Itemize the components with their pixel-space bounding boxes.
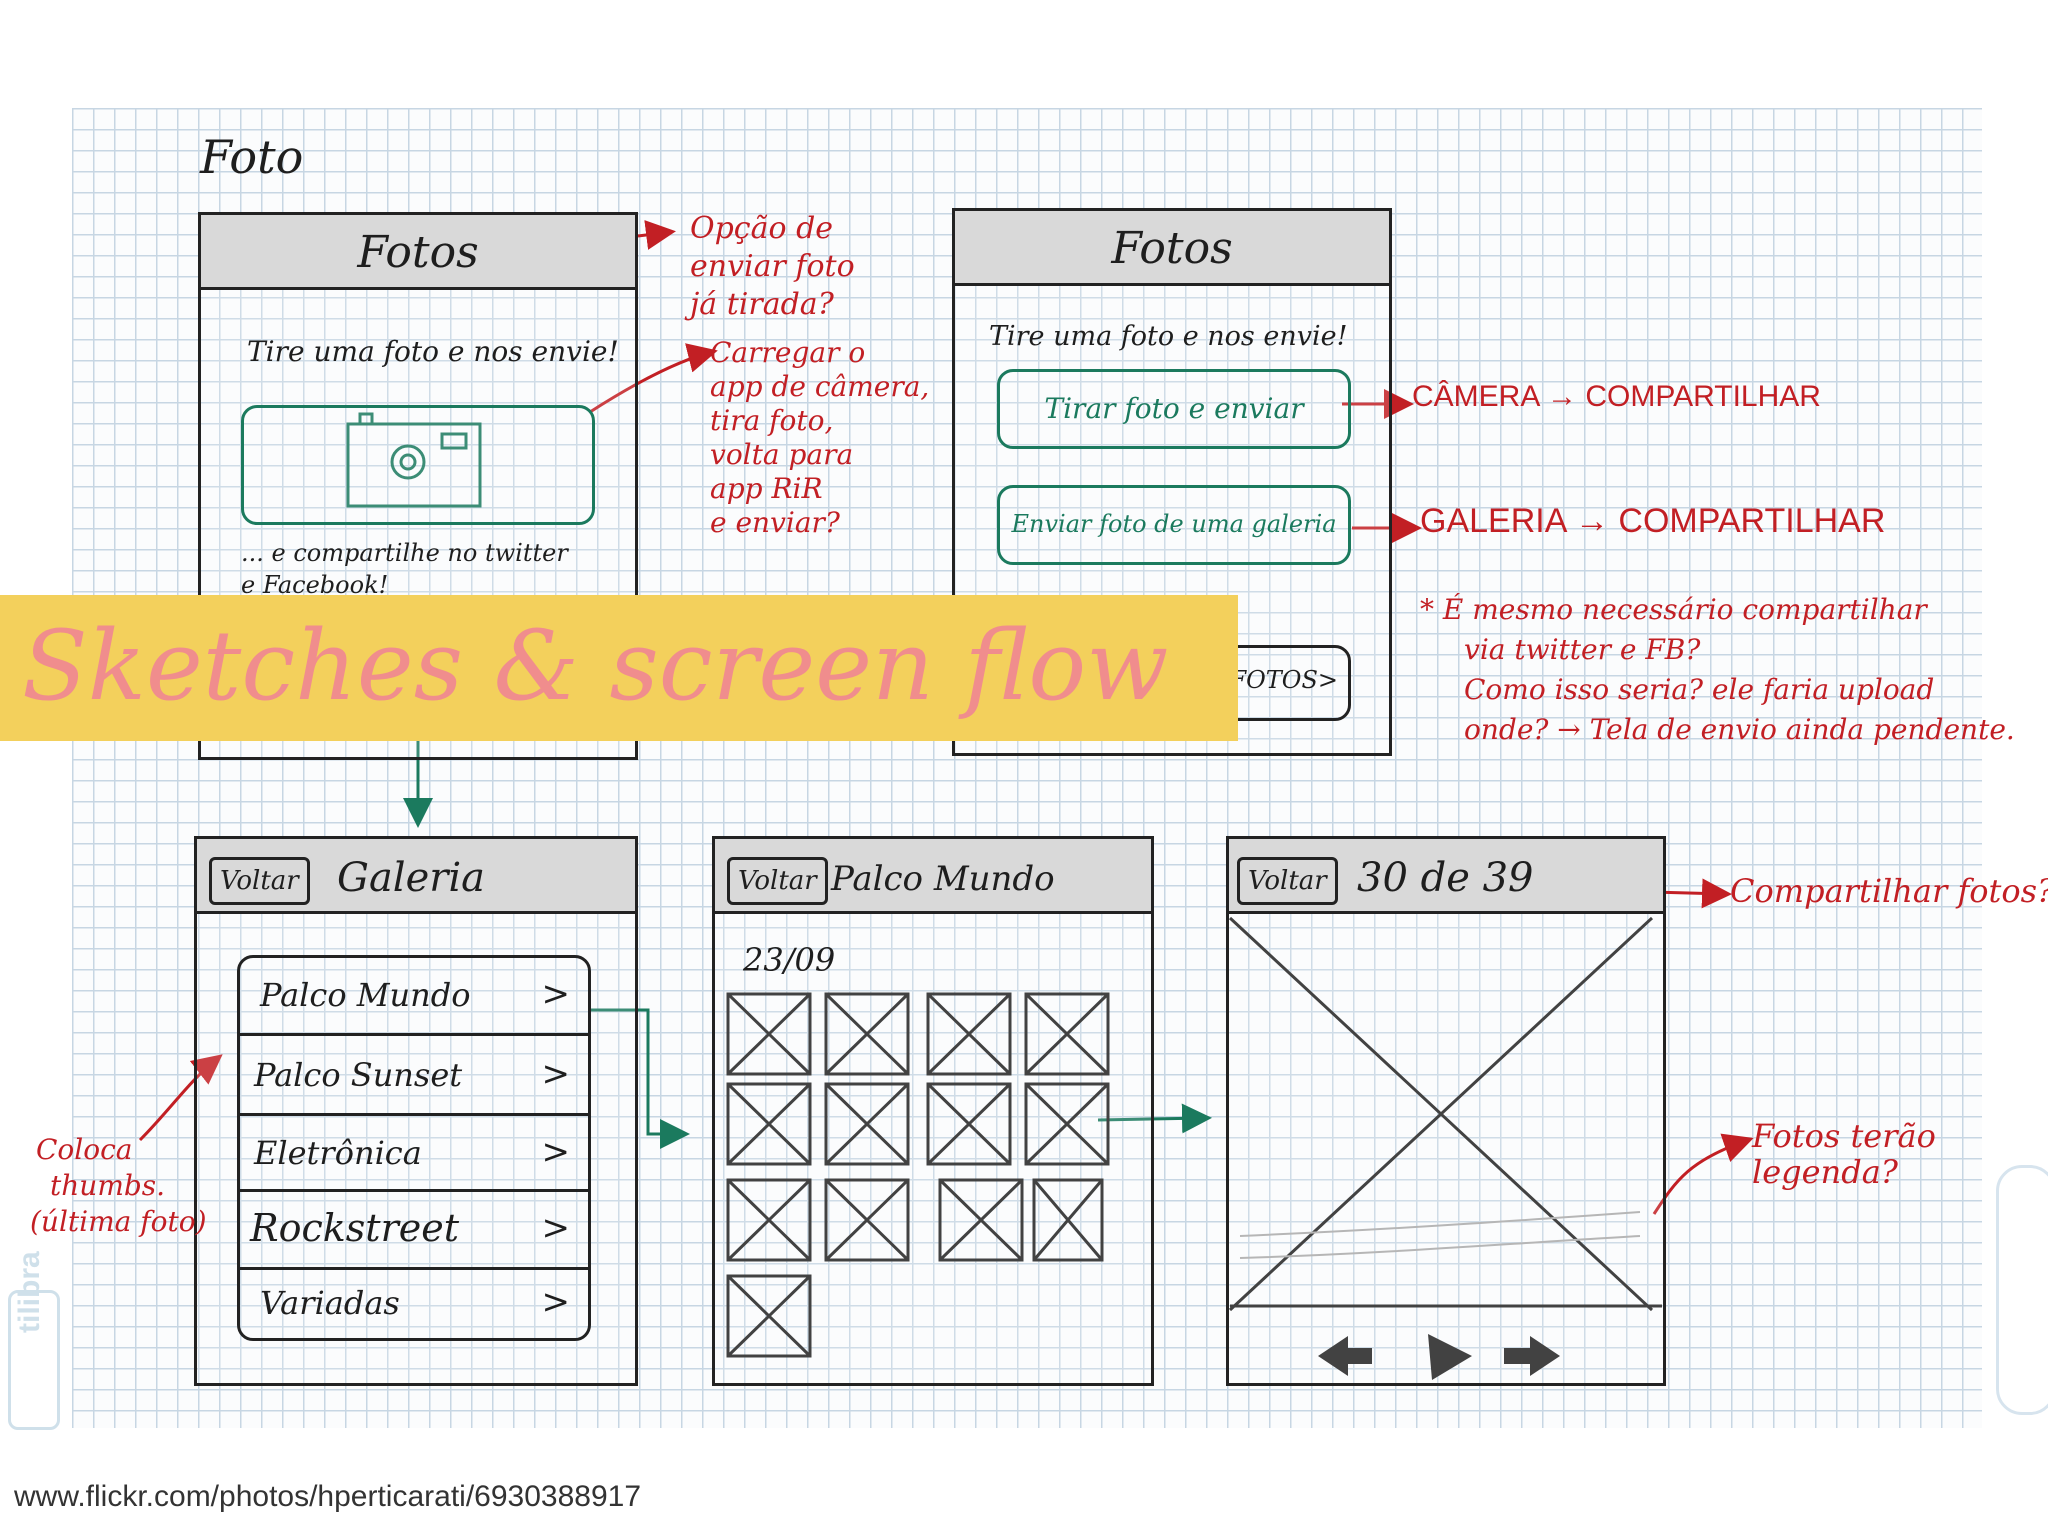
note-flow-camera: CÂMERA → COMPARTILHAR (1412, 380, 1821, 413)
title-bar (715, 839, 1151, 914)
list-item-label: Rockstreet (250, 1206, 459, 1250)
list-item-label: Palco Mundo (260, 976, 471, 1014)
next-arrow-icon (1504, 1336, 1560, 1376)
screen-title: 30 de 39 (1357, 855, 1534, 901)
list-item[interactable]: Rockstreet > (240, 1192, 588, 1270)
back-button[interactable]: Voltar (209, 857, 310, 905)
camera-icon (346, 412, 482, 508)
list-item-label: Palco Sunset (254, 1056, 463, 1094)
take-photo-button[interactable] (241, 405, 595, 525)
list-item[interactable]: Variadas > (240, 1270, 588, 1340)
screen-title: Fotos (357, 227, 479, 278)
title-bar (955, 211, 1389, 286)
title-bar (1229, 839, 1663, 914)
button-label: Tirar foto e enviar (1044, 392, 1304, 425)
note-arrow-caption (1652, 1133, 1754, 1215)
note-arrow-option (637, 220, 676, 250)
play-icon (1428, 1334, 1472, 1380)
screen-title: Palco Mundo (831, 859, 1055, 899)
prompt-text: Tire uma foto e nos envie! (989, 321, 1348, 352)
footer-text-2: e Facebook! (241, 571, 389, 599)
list-item-label: Variadas (260, 1284, 400, 1322)
screen-title: Fotos (1111, 223, 1233, 274)
prev-arrow-icon (1318, 1336, 1372, 1376)
button-label: Enviar foto de uma galeria (1011, 510, 1337, 538)
prompt-text: Tire uma foto e nos envie! (247, 335, 619, 368)
note-share-photos: Compartilhar fotos? (1730, 872, 2048, 910)
list-item-label: Eletrônica (254, 1134, 422, 1172)
flow-arrow-gallery-album (588, 1008, 690, 1149)
note-share-question: * É mesmo necessário compartilhar via tw… (1420, 593, 2015, 746)
title-bar (201, 215, 635, 290)
title-bar (197, 839, 635, 914)
note-thumbs: Coloca thumbs. (última foto) (30, 1133, 207, 1238)
chevron-right-icon: > (541, 1208, 571, 1248)
page-title: Foto (200, 130, 304, 184)
screen-album: Voltar Palco Mundo 23/09 (712, 836, 1154, 1386)
note-flow-gallery: GALERIA → COMPARTILHAR (1420, 502, 1886, 540)
paper-tab (1996, 1165, 2048, 1415)
button-label: FOTOS> (1229, 666, 1338, 694)
footer-text: ... e compartilhe no twitter (241, 539, 568, 567)
chevron-right-icon: > (541, 1054, 571, 1094)
send-from-gallery-button[interactable]: Enviar foto de uma galeria (997, 485, 1351, 565)
screen-gallery: Voltar Galeria Palco Mundo > Palco Sunse… (194, 836, 638, 1386)
list-item[interactable]: Palco Sunset > (240, 1036, 588, 1116)
chevron-right-icon: > (541, 1132, 571, 1172)
screen-fotos-2: Fotos Tire uma foto e nos envie! Tirar f… (952, 208, 1392, 756)
note-arrow-thumbs (138, 1054, 223, 1142)
list-item[interactable]: Eletrônica > (240, 1116, 588, 1192)
date-label: 23/09 (743, 941, 836, 979)
title-banner (0, 595, 1238, 741)
chevron-right-icon: > (541, 1282, 571, 1322)
take-photo-send-button[interactable]: Tirar foto e enviar (997, 369, 1351, 449)
gallery-list: Palco Mundo > Palco Sunset > Eletrônica … (237, 955, 591, 1341)
source-credit: www.flickr.com/photos/hperticarati/69303… (14, 1480, 642, 1513)
thumbnail-grid (726, 992, 1110, 1358)
back-button[interactable]: Voltar (1237, 857, 1338, 905)
grid-paper (72, 108, 1982, 1428)
list-item[interactable]: Palco Mundo > (240, 958, 588, 1036)
back-button[interactable]: Voltar (727, 857, 828, 905)
brand-mark: tilibra (8, 1251, 60, 1430)
chevron-right-icon: > (541, 974, 571, 1014)
screen-title: Galeria (337, 855, 486, 901)
banner-title: Sketches & screen flow (22, 610, 1169, 722)
photo-placeholder (1228, 916, 1662, 1312)
screen-viewer: Voltar 30 de 39 (1226, 836, 1666, 1386)
viewer-controls (1318, 1334, 1560, 1380)
note-arrow-camera (589, 343, 718, 414)
